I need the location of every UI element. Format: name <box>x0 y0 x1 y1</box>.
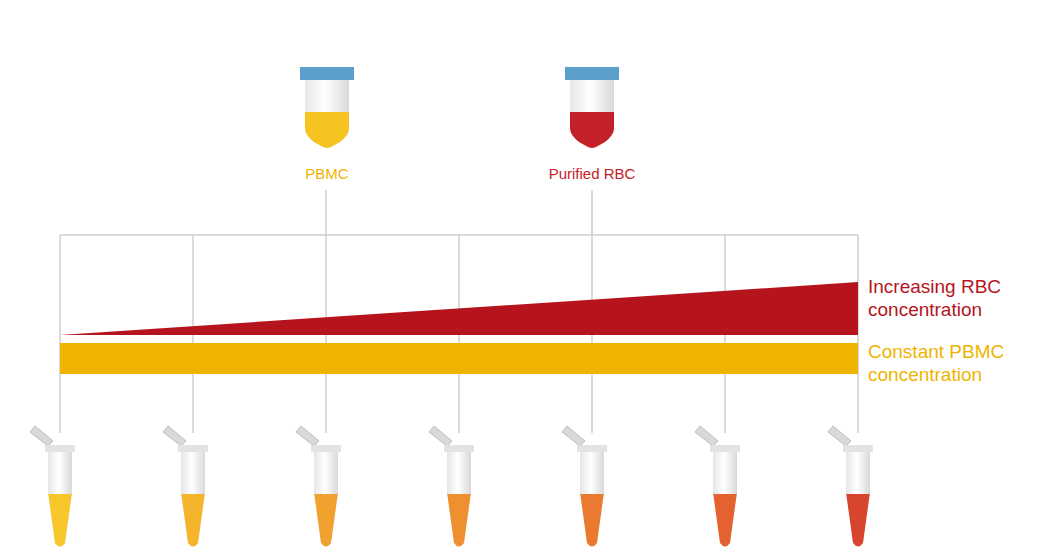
rbc-tube <box>565 67 619 148</box>
microtube-liquid <box>447 492 471 547</box>
microtube-body <box>846 452 870 547</box>
microtube-liquid <box>846 492 870 547</box>
microtube <box>163 426 208 547</box>
pbmc-tube <box>300 67 354 148</box>
microtube-rim <box>311 445 341 452</box>
microtube-body <box>314 452 338 547</box>
microtube-liquid <box>580 492 604 547</box>
microtube <box>695 426 740 547</box>
microtube-lid <box>562 426 585 446</box>
microtube-lid <box>30 426 53 446</box>
axis-label: Constant PBMC concentration <box>868 341 1048 387</box>
microtube-rim <box>843 445 873 452</box>
microtube-liquid <box>314 492 338 547</box>
microtube-lid <box>695 426 718 446</box>
tube-cap <box>300 67 354 80</box>
tube-label: PBMC <box>305 165 348 183</box>
microtube-lid <box>296 426 319 446</box>
microtube-body <box>181 452 205 547</box>
tube-liquid <box>305 112 349 148</box>
microtube-body <box>447 452 471 547</box>
microtube <box>30 426 75 547</box>
microtube-body <box>48 452 72 547</box>
microtube-rim <box>710 445 740 452</box>
microtube-lid <box>828 426 851 446</box>
microtube <box>296 426 341 547</box>
microtube-rim <box>45 445 75 452</box>
microtube-rim <box>577 445 607 452</box>
axis-label: Increasing RBC concentration <box>868 276 1048 322</box>
tube-label: Purified RBC <box>549 165 636 183</box>
tube-cap <box>565 67 619 80</box>
microtube-rim <box>178 445 208 452</box>
microtube-lid <box>429 426 452 446</box>
microtube <box>828 426 873 547</box>
microtube-body <box>580 452 604 547</box>
rbc-wedge <box>60 282 858 335</box>
microtube-liquid <box>713 492 737 547</box>
tube-body <box>570 80 614 148</box>
grid-line <box>325 190 327 433</box>
pbmc-band <box>60 343 858 374</box>
tube-body <box>305 80 349 148</box>
microtube-liquid <box>181 492 205 547</box>
grid-line <box>59 235 61 433</box>
microtube-rim <box>444 445 474 452</box>
microtube <box>429 426 474 547</box>
microtube-lid <box>163 426 186 446</box>
tube-liquid <box>570 112 614 148</box>
microtube <box>562 426 607 547</box>
microtube-body <box>713 452 737 547</box>
grid <box>60 190 858 433</box>
microtubes <box>30 426 873 547</box>
microtube-liquid <box>48 492 72 547</box>
